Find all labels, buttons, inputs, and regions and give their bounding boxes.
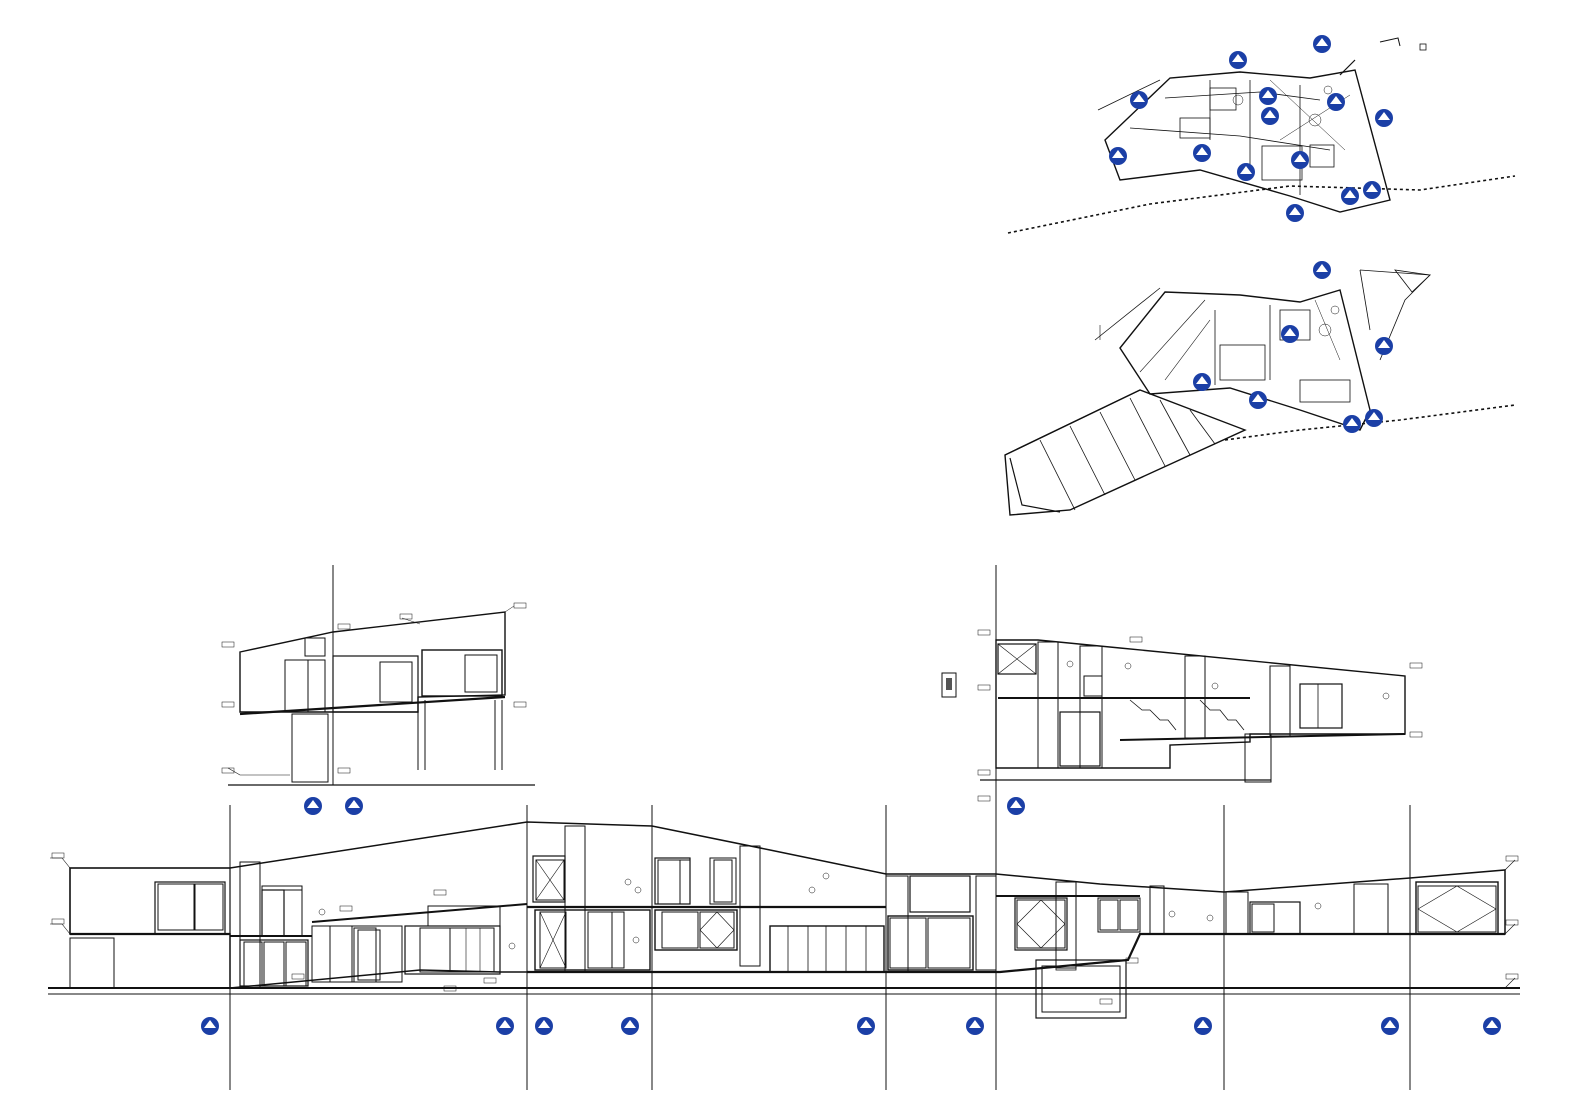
ground-floor-plan [1007,37,1516,234]
section-marker-icon [1313,35,1331,53]
section-marker-icon [1286,204,1304,222]
section-marker-icon [1363,181,1381,199]
section-marker-icon [1130,91,1148,109]
section-marker-icon [1237,163,1255,181]
elevation-west [221,565,535,786]
section-marker-icon [1381,1017,1399,1035]
section-marker-icon [304,797,322,815]
section-marker-icon [857,1017,875,1035]
elev-right-markers [1007,797,1025,815]
section-marker-icon [201,1017,219,1035]
section-marker-icon [496,1017,514,1035]
elev-main-markers [201,1017,1501,1035]
plan-lower-markers [1193,261,1393,433]
section-marker-icon [1343,415,1361,433]
section-marker-icon [1375,337,1393,355]
section-marker-icon [1483,1017,1501,1035]
section-marker-icon [966,1017,984,1035]
section-marker-icon [1365,409,1383,427]
section-marker-icon [1281,325,1299,343]
section-marker-icon [345,797,363,815]
section-marker-icon [1259,87,1277,105]
elevation-south [48,660,1520,1090]
section-marker-icon [1007,797,1025,815]
section-marker-icon [1193,144,1211,162]
section-marker-icon [621,1017,639,1035]
section-marker-icon [535,1017,553,1035]
section-marker-icon [1313,261,1331,279]
section-marker-icon [1249,391,1267,409]
section-marker-icon [1193,373,1211,391]
section-marker-icon [1109,147,1127,165]
section-marker-icon [1261,107,1279,125]
section-marker-icon [1327,93,1345,111]
elev-left-markers [304,797,363,815]
section-marker-icon [1291,151,1309,169]
section-marker-icon [1229,51,1247,69]
elevation-east [941,565,1423,1090]
section-marker-icon [1375,109,1393,127]
section-marker-icon [1194,1017,1212,1035]
plan-upper-markers [1109,35,1393,222]
section-marker-icon [1341,187,1359,205]
